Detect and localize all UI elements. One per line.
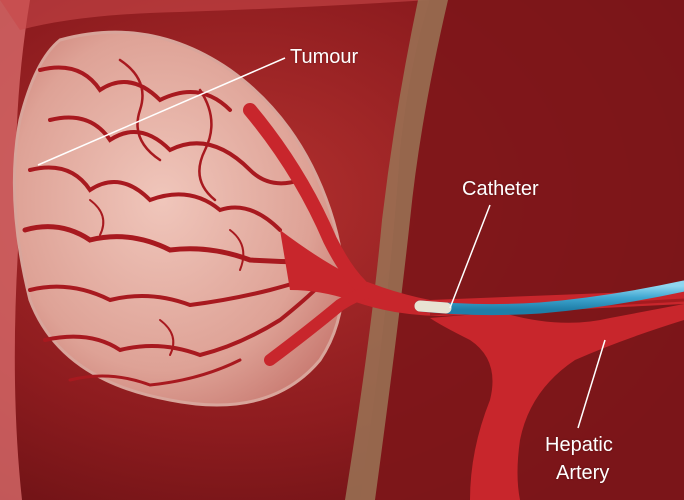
hepatic-artery-label-line1: Hepatic — [545, 434, 613, 456]
catheter-tip — [420, 306, 446, 308]
hepatic-artery-label-line2: Artery — [556, 462, 609, 484]
tumour-label: Tumour — [290, 46, 358, 68]
catheter-label: Catheter — [462, 178, 539, 200]
